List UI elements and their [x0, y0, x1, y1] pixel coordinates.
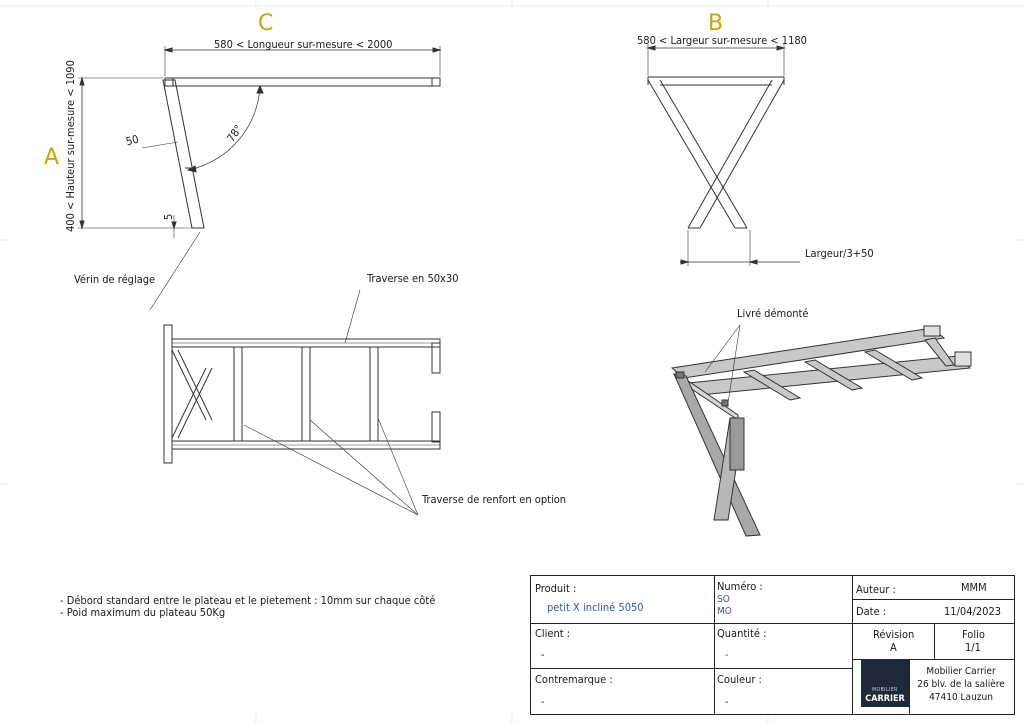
dim-height: 400 < Hauteur sur-mesure < 1090: [64, 60, 77, 232]
iso-view: [670, 324, 972, 537]
client-value: -: [541, 648, 545, 661]
quantite-label: Quantité :: [717, 627, 767, 640]
view-label-a: A: [44, 145, 60, 170]
auteur-value: MMM: [961, 581, 987, 594]
revision-label: Révision: [873, 628, 915, 641]
company-street: 26 blv. de la salière: [917, 679, 1005, 690]
view-label-b: B: [708, 11, 724, 36]
view-label-c: C: [258, 11, 274, 36]
logo-line-1: MOBILIER: [872, 687, 898, 693]
front-view: [646, 44, 800, 266]
contremarque-label: Contremarque :: [535, 673, 613, 686]
title-block: Produit : petit X incliné 5050 Numéro : …: [530, 575, 1015, 715]
client-label: Client :: [535, 627, 571, 640]
side-view: [78, 46, 442, 311]
contremarque-value: -: [541, 695, 545, 708]
dim-half-width: Largeur/3+50: [805, 247, 874, 260]
dim-length: 580 < Longueur sur-mesure < 2000: [214, 38, 393, 51]
notes: - Débord standard entre le plateau et le…: [60, 595, 435, 619]
callout-verin: Vérin de réglage: [74, 273, 156, 286]
quantite-value: -: [725, 648, 729, 661]
date-value: 11/04/2023: [944, 605, 1002, 618]
company-logo: MOBILIER CARRIER: [861, 659, 909, 707]
callout-traverse: Traverse en 50x30: [367, 272, 459, 285]
auteur-label: Auteur :: [856, 583, 896, 596]
revision-value: A: [890, 641, 897, 654]
numero-value-2: MO: [717, 606, 732, 617]
company-name: Mobilier Carrier: [926, 666, 996, 677]
couleur-value: -: [725, 695, 729, 708]
dim-five: 5: [162, 213, 175, 220]
couleur-label: Couleur :: [717, 673, 762, 686]
company-city: 47410 Lauzun: [929, 692, 993, 703]
folio-value: 1/1: [965, 641, 981, 654]
produit-label: Produit :: [535, 582, 577, 595]
callout-renfort: Traverse de renfort en option: [422, 493, 567, 506]
numero-label: Numéro :: [717, 580, 763, 593]
numero-value-1: SO: [717, 594, 730, 605]
top-view: [163, 289, 441, 516]
date-label: Date :: [856, 605, 887, 618]
logo-line-2: CARRIER: [865, 694, 905, 704]
produit-value: petit X incliné 5050: [547, 601, 644, 614]
dim-width: 580 < Largeur sur-mesure < 1180: [637, 34, 807, 47]
note-line: - Débord standard entre le plateau et le…: [60, 594, 436, 607]
folio-label: Folio: [962, 628, 985, 641]
note-line: - Poid maximum du plateau 50Kg: [60, 606, 226, 619]
callout-livre: Livré démonté: [737, 307, 809, 320]
